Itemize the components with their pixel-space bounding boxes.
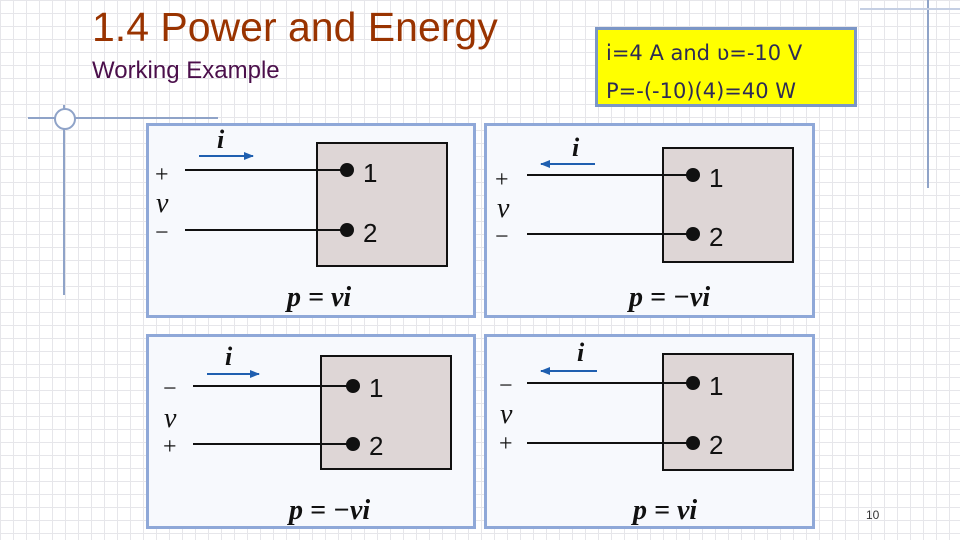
terminal-2-label: 2 (709, 430, 723, 460)
voltage-label: v (497, 193, 510, 224)
decorative-line-top (860, 8, 960, 10)
current-label: i (217, 126, 225, 154)
note-power-result: P=-(-10)(4)=40 W (606, 79, 797, 103)
circuit-panel-1: i + v − 1 2 p = vi (146, 123, 476, 318)
terminal-1-dot (686, 376, 700, 390)
element-box (662, 353, 794, 471)
terminal-1-label: 1 (369, 373, 383, 403)
slide-title: 1.4 Power and Energy (92, 4, 498, 50)
terminal-2-label: 2 (709, 222, 723, 252)
terminal-1-label: 1 (363, 158, 377, 188)
element-box (662, 147, 794, 263)
terminal-2-dot (686, 436, 700, 450)
example-note: i=4 A and ʋ=-10 V P=-(-10)(4)=40 W (595, 27, 857, 107)
current-label: i (577, 338, 585, 367)
decorative-line-horizontal (28, 117, 218, 119)
terminal-2-dot (686, 227, 700, 241)
terminal-2-dot (340, 223, 354, 237)
terminal-2-dot (346, 437, 360, 451)
circuit-panel-4: i − v + 1 2 p = vi (484, 334, 815, 529)
slide-subtitle: Working Example (92, 57, 280, 84)
decorative-line-vertical (63, 105, 65, 295)
terminal-2-label: 2 (363, 218, 377, 248)
power-formula: p = vi (631, 495, 697, 526)
terminal-1-label: 1 (709, 163, 723, 193)
decorative-circle (54, 108, 76, 130)
bottom-sign: − (155, 220, 169, 246)
terminal-2-label: 2 (369, 431, 383, 461)
bottom-sign: + (499, 431, 513, 457)
circuit-panel-3: i − v + 1 2 p = −vi (146, 334, 476, 529)
circuit-panel-2: i + v − 1 2 p = −vi (484, 123, 815, 318)
power-formula: p = −vi (287, 495, 370, 526)
terminal-1-dot (346, 379, 360, 393)
element-box (316, 142, 448, 267)
power-formula: p = vi (285, 282, 351, 313)
current-label: i (225, 342, 233, 371)
top-sign: − (499, 373, 513, 399)
voltage-label: v (156, 188, 169, 219)
voltage-label: v (500, 399, 513, 430)
circuit-diagram-3: i − v + 1 2 p = −vi (163, 342, 452, 526)
circuit-diagram-1: i + v − 1 2 p = vi (155, 126, 448, 313)
circuit-diagram-2: i + v − 1 2 p = −vi (495, 133, 794, 313)
bottom-sign: − (495, 224, 509, 250)
voltage-label: v (164, 403, 177, 434)
element-box (320, 355, 452, 470)
current-label: i (572, 133, 580, 162)
decorative-line-right (927, 0, 929, 188)
circuit-diagram-4: i − v + 1 2 p = vi (499, 338, 794, 526)
terminal-1-label: 1 (709, 371, 723, 401)
top-sign: + (495, 167, 509, 193)
bottom-sign: + (163, 434, 177, 460)
terminal-1-dot (340, 163, 354, 177)
note-given-values: i=4 A and ʋ=-10 V (606, 41, 803, 65)
page-number: 10 (866, 508, 880, 522)
top-sign: − (163, 376, 177, 402)
power-formula: p = −vi (627, 282, 710, 313)
terminal-1-dot (686, 168, 700, 182)
top-sign: + (155, 162, 169, 188)
